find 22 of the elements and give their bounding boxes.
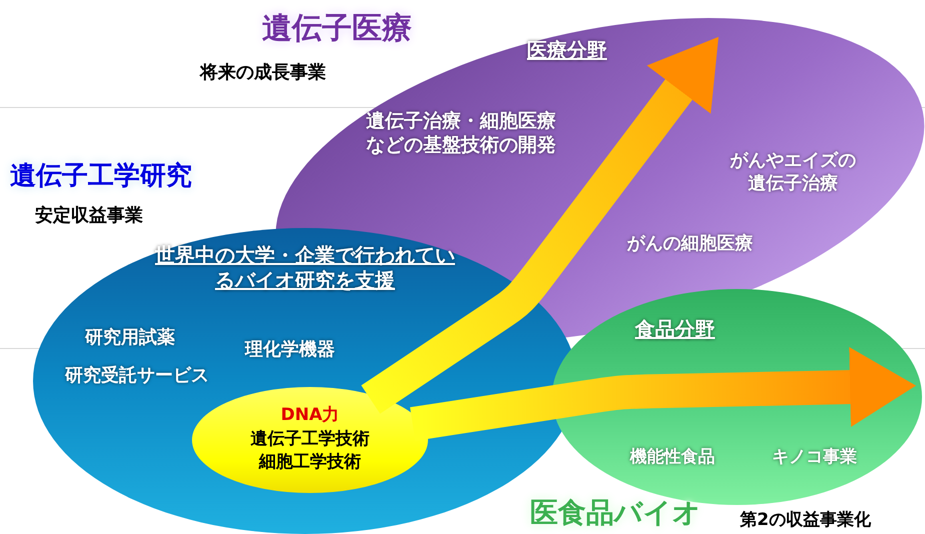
label: 世界中の大学・企業で行われているバイオ研究を支援 — [155, 243, 455, 293]
label: 遺伝子治療・細胞医療などの基盤技術の開発 — [365, 110, 557, 158]
label: 細胞工学技術 — [258, 452, 362, 474]
label: キノコ事業 — [772, 447, 857, 468]
subheading: 第2の収益事業化 — [740, 510, 871, 532]
label: 食品分野 — [635, 317, 715, 342]
label: 機能性食品 — [630, 447, 715, 468]
label: 理化学機器 — [245, 339, 335, 362]
label: DNA力 — [280, 405, 340, 426]
subheading: 将来の成長事業 — [200, 62, 326, 84]
label: 医療分野 — [527, 38, 607, 63]
label: がんの細胞医療 — [627, 233, 753, 256]
label: 研究用試薬 — [85, 327, 175, 350]
heading: 医食品バイオ — [530, 495, 701, 530]
label: 遺伝子工学技術 — [250, 429, 370, 450]
heading: 遺伝子工学研究 — [10, 160, 192, 192]
heading: 遺伝子医療 — [262, 10, 412, 48]
label: 研究受託サービス — [65, 365, 209, 388]
label: がんやエイズの遺伝子治療 — [729, 150, 857, 195]
arrow — [410, 347, 916, 441]
subheading: 安定収益事業 — [35, 205, 143, 228]
arrow — [361, 36, 719, 414]
